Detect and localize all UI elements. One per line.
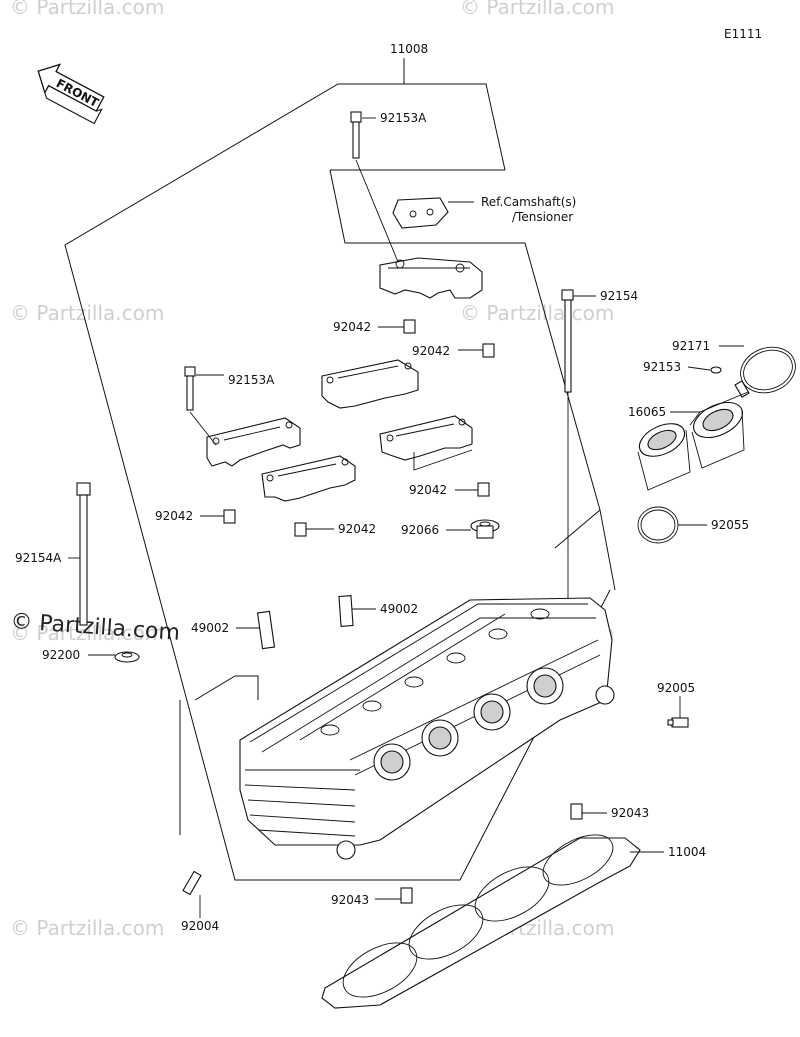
part-number-label: 92043 (611, 806, 649, 820)
clamp-92171 (734, 346, 796, 398)
part-number-label: 92042 (409, 483, 447, 497)
callout-92200: 92200 (42, 648, 115, 662)
part-number-label: 49002 (380, 602, 418, 616)
watermark-text: © Partzilla.com (10, 301, 164, 325)
part-number-label: 92042 (155, 509, 193, 523)
camshaft-caps-left (206, 359, 473, 502)
dowel-pin-92042-c (477, 482, 490, 497)
callout-92153A-top: 92153A (362, 111, 427, 125)
callout-92042-b: 92042 (412, 344, 483, 358)
bolt-92153A-top (350, 111, 399, 263)
part-number-label: 92066 (401, 523, 439, 537)
part-number-label: 92043 (331, 893, 369, 907)
dowel-pin-92043-right (570, 803, 583, 820)
dowel-pin-92042-b (482, 343, 495, 358)
watermark-text: © Partzilla.com (10, 0, 164, 19)
part-number-label: 92153 (643, 360, 681, 374)
dowel-pin-92043-bottom (400, 887, 413, 904)
watermark-text: © Partzilla.com (460, 0, 614, 19)
stud-92004 (182, 870, 202, 896)
part-number-label: 92171 (672, 339, 710, 353)
callout-92043-bottom: 92043 (331, 893, 401, 907)
part-number-label: 92042 (412, 344, 450, 358)
valve-guide-49002-right (338, 595, 354, 627)
part-number-label: 92154 (600, 289, 638, 303)
callout-92005: 92005 (657, 681, 695, 718)
callout-92042-a: 92042 (333, 320, 404, 334)
dowel-pin-92042-e (294, 522, 307, 537)
diagram-code: E1111 (724, 27, 762, 41)
head-gasket-11004 (321, 834, 641, 1009)
fitting-92005 (667, 717, 689, 728)
ref-note-line2: /Tensioner (512, 210, 573, 224)
callout-92154: 92154 (573, 289, 638, 303)
callout-11008: 11008 (390, 42, 428, 84)
callout-92154A: 92154A (15, 551, 80, 565)
part-number-label: 92154A (15, 551, 62, 565)
part-number-label: 92200 (42, 648, 80, 662)
part-number-label: 11004 (668, 845, 706, 859)
part-number-label: 92042 (333, 320, 371, 334)
part-number-label: 92005 (657, 681, 695, 695)
part-number-label: 16065 (628, 405, 666, 419)
part-number-label: 92004 (181, 919, 219, 933)
callout-ref-camshaft: Ref.Camshaft(s) /Tensioner (448, 195, 576, 224)
plug-92066 (470, 519, 500, 539)
o-ring-92055 (637, 506, 679, 544)
bolt-92153A-left (184, 366, 217, 446)
cylinder-head-11008 (239, 597, 615, 860)
callout-49002-left: 49002 (191, 621, 260, 635)
screw-92153 (710, 366, 722, 374)
ref-note-line1: Ref.Camshaft(s) (481, 195, 576, 209)
callout-92043-right: 92043 (582, 806, 649, 820)
part-number-label: 49002 (191, 621, 229, 635)
callout-92066: 92066 (401, 523, 471, 537)
part-number-label: 92055 (711, 518, 749, 532)
callout-49002-right: 49002 (352, 602, 418, 616)
callout-92055: 92055 (678, 518, 749, 532)
part-number-label: 92153A (380, 111, 427, 125)
bolt-92154 (561, 289, 574, 610)
valve-guide-49002-left (256, 610, 276, 650)
front-label: FRONT (54, 76, 102, 110)
front-arrow-icon: FRONT (37, 63, 105, 125)
callout-92153A-left: 92153A (196, 373, 275, 387)
part-number-label: 92042 (338, 522, 376, 536)
camshaft-cap-top (379, 197, 483, 299)
part-number-label: 92153A (228, 373, 275, 387)
callout-16065: 16065 (628, 391, 749, 426)
callout-92042-e: 92042 (306, 522, 376, 536)
callout-92042-c: 92042 (409, 449, 478, 497)
callout-11004: 11004 (630, 845, 706, 859)
callout-92004: 92004 (181, 895, 219, 933)
bolt-92154A (76, 482, 91, 626)
watermark-text: © Partzilla.com (460, 301, 614, 325)
callout-92153: 92153 (643, 360, 711, 374)
dowel-pin-92042-a (403, 319, 416, 334)
dowel-pin-92042-d (223, 509, 236, 524)
watermark-text: © Partzilla.com (10, 916, 164, 940)
washer-92200 (114, 651, 140, 663)
holder-16065 (637, 401, 745, 491)
part-number-label: 11008 (390, 42, 428, 56)
callout-92042-d: 92042 (155, 509, 224, 523)
callout-92171: 92171 (672, 339, 744, 353)
